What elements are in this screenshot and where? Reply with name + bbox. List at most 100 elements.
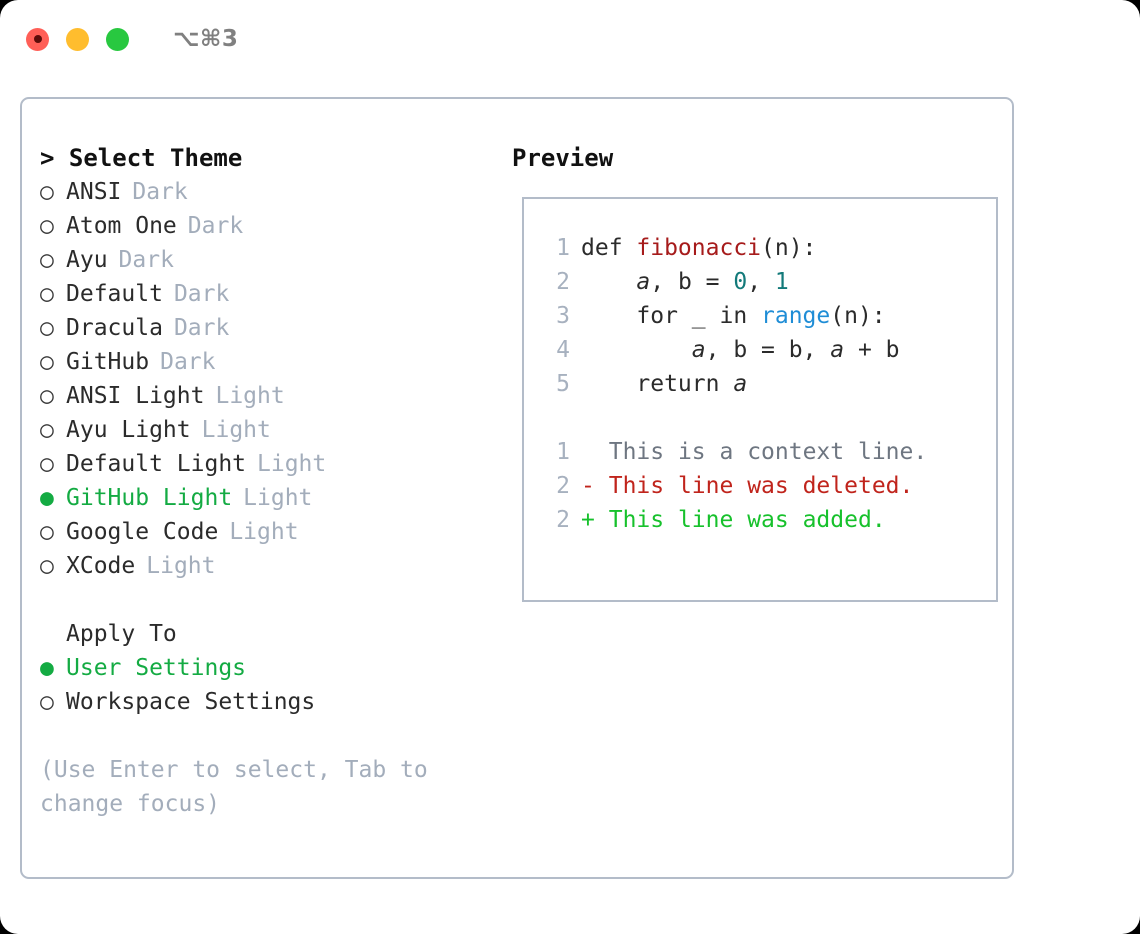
- diff-line-number: 1: [556, 439, 570, 465]
- diff-line: 2 + This line was added.: [540, 503, 996, 537]
- code-token: for _ in: [581, 303, 762, 329]
- theme-variant-tag: Dark: [187, 213, 244, 239]
- theme-variant-tag: Light: [146, 553, 216, 579]
- diff-spacer: [595, 435, 609, 469]
- diff-text: This line was deleted.: [608, 473, 914, 499]
- title-bar: ⌥⌘3: [0, 0, 1140, 78]
- code-token: 1: [774, 269, 789, 295]
- theme-variant-tag: Dark: [132, 179, 188, 205]
- code-token: (n):: [761, 235, 817, 261]
- diff-text: This is a context line.: [608, 439, 928, 465]
- radio-unselected-icon[interactable]: ○: [40, 315, 54, 341]
- theme-option-ayu-light[interactable]: ○ Ayu Light Light: [40, 413, 502, 447]
- code-token: def: [581, 235, 637, 261]
- radio-unselected-icon[interactable]: ○: [40, 349, 54, 375]
- radio-unselected-icon[interactable]: ○: [40, 213, 54, 239]
- diff-sign: +: [581, 507, 595, 533]
- code-token: 0: [733, 269, 748, 295]
- theme-option-label: Atom One: [66, 213, 177, 239]
- theme-option-label: Default Light: [66, 451, 247, 477]
- code-line: 2 a, b = 0, 1: [540, 265, 996, 299]
- radio-unselected-icon[interactable]: ○: [40, 451, 54, 477]
- code-line: 5 return a: [540, 367, 996, 401]
- theme-option-label: GitHub Light: [66, 485, 233, 511]
- code-token: [581, 265, 636, 299]
- code-token: (n):: [830, 303, 886, 329]
- diff-sign: [581, 435, 595, 469]
- apply-to-header: Apply To: [66, 621, 177, 647]
- code-line: 3 for _ in range(n):: [540, 299, 996, 333]
- apply-to-option-label: Workspace Settings: [66, 689, 316, 715]
- diff-spacer: [595, 503, 609, 537]
- code-line: 4 a, b = b, a + b: [540, 333, 996, 367]
- theme-option-label: XCode: [66, 553, 136, 579]
- code-diff-gap: [540, 401, 996, 435]
- radio-selected-icon[interactable]: ●: [40, 485, 54, 511]
- code-line-number: 1: [556, 235, 570, 261]
- diff-line-number: 2: [556, 473, 570, 499]
- diff-spacer: [595, 469, 609, 503]
- code-token: [581, 333, 692, 367]
- code-token: + b: [844, 337, 900, 363]
- theme-variant-tag: Light: [229, 519, 299, 545]
- maximize-window-icon[interactable]: [106, 27, 129, 51]
- radio-unselected-icon[interactable]: ○: [40, 247, 54, 273]
- radio-unselected-icon[interactable]: ○: [40, 383, 54, 409]
- code-token: ,: [747, 269, 775, 295]
- apply-to-option-label: User Settings: [66, 655, 247, 681]
- theme-option-label: GitHub: [66, 349, 150, 375]
- select-theme-header: > Select Theme: [40, 144, 243, 172]
- apply-to-option-user-settings[interactable]: ● User Settings: [40, 651, 502, 685]
- radio-unselected-icon[interactable]: ○: [40, 689, 54, 715]
- minimize-window-icon[interactable]: [66, 27, 89, 51]
- code-token: a: [691, 337, 706, 363]
- theme-option-xcode[interactable]: ○ XCode Light: [40, 549, 502, 583]
- theme-option-label: Ayu Light: [66, 417, 191, 443]
- radio-unselected-icon[interactable]: ○: [40, 417, 54, 443]
- code-line-number: 5: [556, 371, 570, 397]
- theme-option-atom-one[interactable]: ○ Atom One Dark: [40, 209, 502, 243]
- diff-text: This line was added.: [608, 507, 886, 533]
- preview-header: Preview: [512, 144, 614, 172]
- code-token: range: [761, 303, 831, 329]
- radio-selected-icon[interactable]: ●: [40, 655, 54, 681]
- traffic-lights: [26, 27, 129, 51]
- theme-variant-tag: Light: [201, 417, 271, 443]
- apply-to-option-workspace-settings[interactable]: ○ Workspace Settings: [40, 685, 502, 719]
- diff-sign: -: [581, 473, 595, 499]
- theme-option-ansi[interactable]: ○ ANSI Dark: [40, 175, 502, 209]
- theme-variant-tag: Dark: [173, 315, 230, 341]
- code-token: a: [636, 269, 651, 295]
- theme-variant-tag: Dark: [118, 247, 174, 273]
- radio-unselected-icon[interactable]: ○: [40, 281, 54, 307]
- code-token: , b =: [650, 269, 734, 295]
- code-token: a: [830, 337, 845, 363]
- apply-to-list[interactable]: ● User Settings ○ Workspace Settings: [40, 651, 502, 719]
- radio-unselected-icon[interactable]: ○: [40, 179, 54, 205]
- diff-line: 2- This line was deleted.: [540, 469, 996, 503]
- code-token: a: [733, 371, 748, 397]
- theme-variant-tag: Light: [215, 383, 285, 409]
- keyboard-hint-text: (Use Enter to select, Tab to change focu…: [40, 757, 428, 817]
- theme-option-label: ANSI Light: [66, 383, 205, 409]
- close-window-icon[interactable]: [26, 27, 49, 51]
- diff-line: 1 This is a context line.: [540, 435, 996, 469]
- code-line-number: 4: [556, 337, 570, 363]
- diff-line-number: 2: [556, 507, 570, 533]
- radio-unselected-icon[interactable]: ○: [40, 519, 54, 545]
- theme-option-ansi-light[interactable]: ○ ANSI Light Light: [40, 379, 502, 413]
- theme-option-label: ANSI: [66, 179, 122, 205]
- radio-unselected-icon[interactable]: ○: [40, 553, 54, 579]
- code-token: , b = b,: [705, 337, 831, 363]
